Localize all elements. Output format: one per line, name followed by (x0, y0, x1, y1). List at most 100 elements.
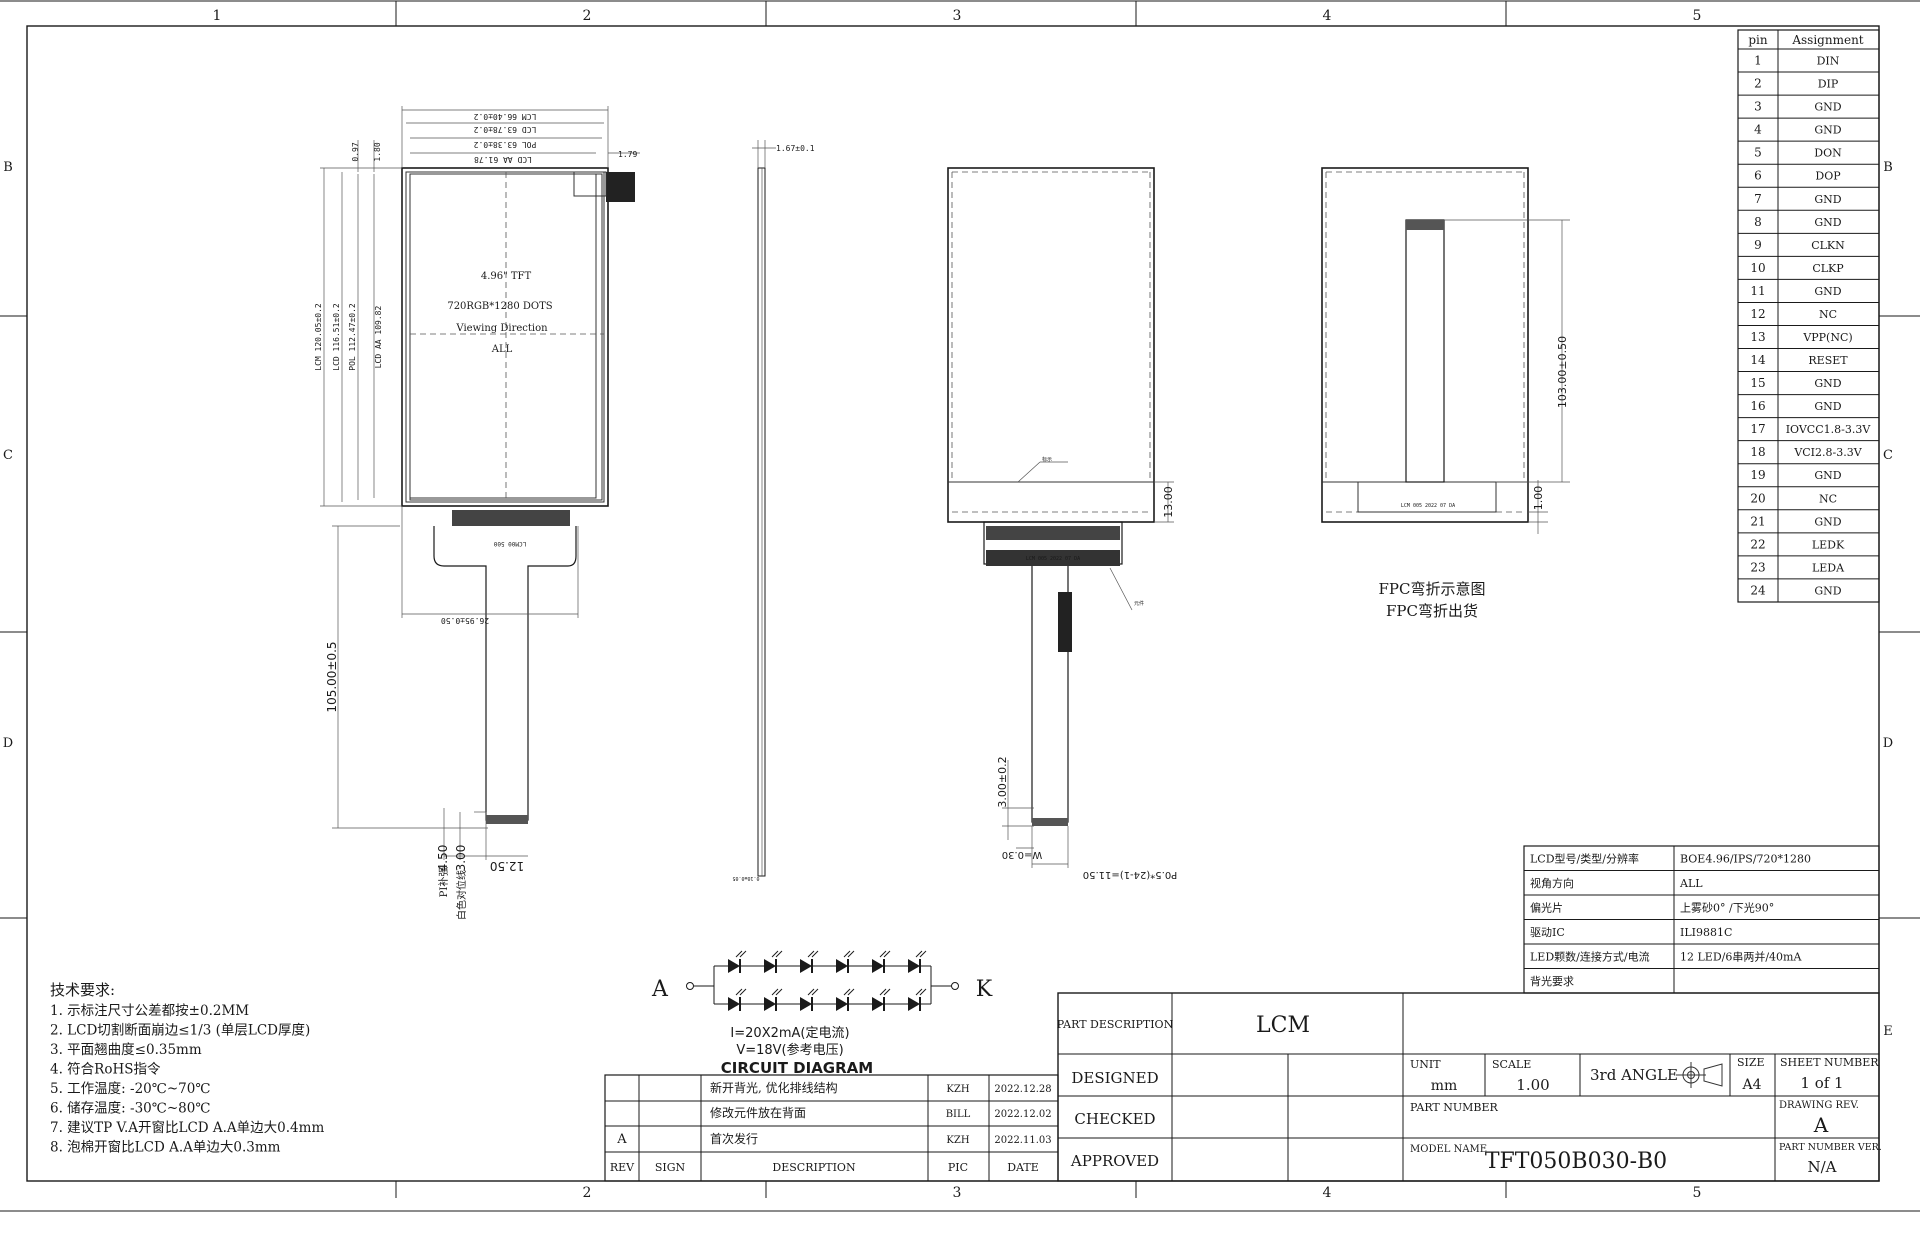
pin-assignment: CLKN (1811, 239, 1845, 252)
dim-bent-103: 103.00±0.50 (1556, 336, 1569, 408)
dim-back-w: W=0.30 (1002, 849, 1043, 860)
dim-offset-097: 0.97 (351, 142, 360, 161)
pin-assignment: GND (1814, 124, 1841, 137)
pin-number: 17 (1750, 422, 1765, 436)
pin-number: 20 (1750, 491, 1765, 505)
pin-assignment: GND (1814, 193, 1841, 206)
perimeter-dots (951, 171, 1151, 513)
unit-label: UNIT (1410, 1058, 1441, 1071)
dim-back-13: 13.00 (1162, 486, 1175, 518)
size-value: A4 (1741, 1077, 1761, 1093)
fpc-shipping-caption: FPC弯折出货 (1386, 602, 1478, 620)
rev-date-cell: 2022.11.03 (994, 1135, 1051, 1146)
panel-resolution-text: 720RGB*1280 DOTS (447, 301, 552, 312)
pin-header: pin (1748, 33, 1768, 47)
rev-date-cell: 2022.12.02 (994, 1109, 1051, 1120)
circuit-cathode-label: K (976, 977, 993, 1002)
active-area (409, 173, 597, 499)
led-diode-icon (728, 950, 747, 973)
note-item: 2. LCD切割断面崩边≤1/3 (单层LCD厚度) (50, 1022, 310, 1039)
part-number-ver-label: PART NUMBER VER. (1779, 1142, 1882, 1153)
rev-date-cell: 2022.12.28 (994, 1084, 1051, 1095)
dim-aa-height: LCD AA 109.82 (374, 306, 383, 369)
svg-text:LCM 005 2022 07 DA: LCM 005 2022 07 DA (1026, 556, 1080, 562)
spec-label: LED颗数/连接方式/电流 (1530, 949, 1650, 963)
pin-assignment: NC (1819, 492, 1837, 505)
led-diode-icon (800, 988, 819, 1011)
note-item: 6. 储存温度: -30℃~80℃ (50, 1101, 210, 1117)
panel-size-text: 4.96" TFT (481, 271, 532, 282)
row-label: C (1883, 448, 1893, 463)
dim-stiffener: 4.50 (436, 845, 450, 872)
led-diode-icon (836, 950, 855, 973)
third-angle-projection-icon (1676, 1062, 1723, 1088)
spec-value: BOE4.96/IPS/720*1280 (1680, 852, 1811, 865)
fpc-bent-view: LCM 005 2022 07 DA 103.00±0.50 1.00 FPC弯… (1321, 167, 1570, 620)
svg-text:0.10±0.05: 0.10±0.05 (732, 875, 759, 881)
back-view: 标示 LCM 005 2022 07 DA 元件 13.00 3.00±0.2 … (947, 167, 1177, 880)
circuit-diagram: A K I=20X2mA(定电流) V=18V(参考电压) CIRCUIT DI… (651, 950, 993, 1077)
note-item: 8. 泡棉开窗比LCD A.A单边大0.3mm (50, 1139, 281, 1156)
side-view: 1.67±0.1 0.10±0.05 (732, 140, 815, 881)
row-label: B (3, 160, 13, 175)
frame-labels: 1 2 3 4 5 2 3 4 5 B C D B C D E (3, 8, 1893, 1201)
pin-assignment: RESET (1808, 354, 1848, 367)
led-diode-icon (728, 988, 747, 1011)
pin-assignment: CLKP (1812, 262, 1844, 275)
sheet-number-label: SHEET NUMBER (1780, 1056, 1879, 1069)
drawing-rev-label: DRAWING REV. (1779, 1100, 1859, 1111)
pin-number: 10 (1750, 261, 1765, 275)
dim-fpc-tail: 12.50 (490, 859, 524, 873)
lcm-outline (401, 167, 609, 507)
led-diode-icon (800, 950, 819, 973)
viewing-direction-value: ALL (491, 344, 513, 355)
pin-assignment: GND (1814, 400, 1841, 413)
pin-assignment: LEDK (1812, 538, 1845, 551)
col-label: 2 (583, 8, 592, 24)
col-label-bottom: 2 (583, 1185, 592, 1201)
led-diode-icon (908, 988, 927, 1011)
checked-label: CHECKED (1074, 1110, 1155, 1128)
rev-header-date: DATE (1007, 1161, 1039, 1174)
svg-text:LCM 005 2022 07 DA: LCM 005 2022 07 DA (1401, 503, 1455, 509)
pin-assignment: GND (1814, 584, 1841, 597)
note-item: 7. 建议TP V.A开窗比LCD A.A单边大0.4mm (50, 1119, 324, 1136)
pin-number: 3 (1754, 100, 1762, 114)
led-strings (728, 950, 927, 1011)
circuit-voltage-note: V=18V(参考电压) (736, 1042, 843, 1058)
dim-pol-height: POL 112.47±0.2 (348, 303, 357, 371)
dim-thickness: 1.67±0.1 (776, 144, 815, 153)
note-white-alignment-line: 白色对位线 (455, 870, 468, 920)
model-name-value: TFT050B030-B0 (1485, 1149, 1667, 1174)
col-label-bottom: 3 (953, 1185, 962, 1201)
spec-label: 视角方向 (1530, 876, 1574, 890)
rev-header-sign: SIGN (655, 1161, 686, 1174)
dim-pol-width: POL 63.38±0.2 (474, 140, 537, 149)
pin-assignment: NC (1819, 308, 1837, 321)
dim-bent-1: 1.00 (1532, 486, 1545, 511)
led-diode-icon (836, 988, 855, 1011)
projection-label: 3rd ANGLE (1590, 1066, 1678, 1084)
assignment-header: Assignment (1791, 33, 1863, 47)
dim-aa-width: LCD AA 61.78 (474, 155, 532, 164)
pin-assignment: GND (1814, 285, 1841, 298)
drawing-rev-value: A (1813, 1113, 1829, 1137)
spec-value: 上雾砂0° /下光90° (1680, 900, 1774, 914)
dim-fpc-width: 26.95±0.50 (441, 616, 489, 625)
col-label: 1 (213, 8, 222, 24)
pin-number: 13 (1750, 330, 1765, 344)
led-diode-icon (764, 988, 783, 1011)
pin-assignment: DIP (1818, 78, 1839, 91)
notes-title: 技术要求: (50, 981, 115, 999)
rev-header-rev: REV (610, 1161, 635, 1174)
pin-assignment: IOVCC1.8-3.3V (1786, 423, 1872, 436)
col-label-bottom: 4 (1323, 1185, 1332, 1201)
part-number-label: PART NUMBER (1410, 1101, 1499, 1114)
led-diode-icon (872, 988, 891, 1011)
spec-label: 背光要求 (1530, 974, 1574, 988)
dim-fpc-length: 105.00±0.5 (325, 641, 339, 712)
pin-assignment: DON (1814, 147, 1842, 160)
